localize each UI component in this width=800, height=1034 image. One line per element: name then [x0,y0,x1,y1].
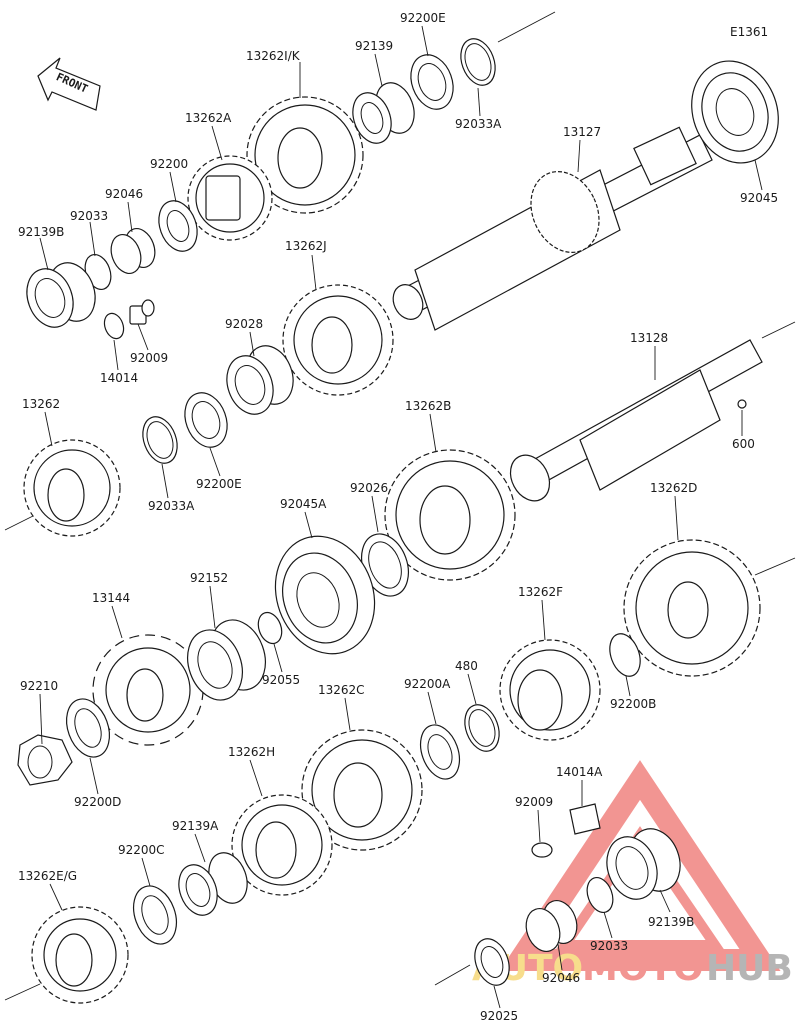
part-13262J-gear [282,284,394,396]
label-14014A: 14014A [556,765,603,779]
part-13262F-gear [499,639,601,741]
label-13144: 13144 [92,591,130,605]
part-92045-bearing [691,60,779,164]
part-13262H-gear [231,794,333,896]
label-13262IK: 13262I/K [246,49,301,63]
part-92033A-mid [142,416,178,464]
label-13262H: 13262H [228,745,275,759]
part-92139B-bearing [26,262,96,328]
part-92200E-mid [184,392,228,448]
watermark-hub: HUB [706,948,793,989]
label-92200B: 92200B [610,697,656,711]
label-92152: 92152 [190,571,228,585]
part-92009-bolt [129,299,155,325]
part-92028-bushing [226,345,294,415]
part-92046-bearing [110,228,156,274]
label-92139: 92139 [355,39,393,53]
label-92200C: 92200C [118,843,165,857]
part-13262-gear [23,439,121,537]
part-92026-washer [361,533,409,597]
label-13262F: 13262F [518,585,563,599]
label-600: 600 [732,437,755,451]
label-92033A-mid: 92033A [148,499,195,513]
label-13262EG: 13262E/G [18,869,77,883]
label-92210: 92210 [20,679,58,693]
label-92200A: 92200A [404,677,451,691]
label-92139B-low: 92139B [648,915,694,929]
part-14014A-plate [569,803,601,835]
part-13262D-gear [623,539,761,677]
part-13144-sprocket [92,634,204,746]
label-13262D: 13262D [650,481,697,495]
label-13262J: 13262J [285,239,327,253]
label-13128: 13128 [630,331,668,345]
label-92033: 92033 [70,209,108,223]
part-92152-collar [187,619,266,701]
part-13262B-gear [384,449,516,581]
part-92139-bearing [352,82,415,144]
label-13262B: 13262B [405,399,451,413]
part-labels: E1361 92200E 92139 13262I/K 13262A 92033… [18,11,778,1023]
watermark-moto: MOTO [582,948,704,989]
part-92200D-washer [65,698,111,758]
part-92200B-washer [609,633,641,677]
label-92200D: 92200D [74,795,121,809]
label-92045: 92045 [740,191,778,205]
label-14014: 14014 [100,371,138,385]
part-480-circlip [464,704,500,752]
part-13262EG-gear [31,906,129,1004]
part-92033A-top [460,38,496,86]
label-92033-low: 92033 [590,939,628,953]
label-92009: 92009 [130,351,168,365]
part-600-ball [737,399,747,409]
label-92045A: 92045A [280,497,327,511]
label-92026: 92026 [350,481,388,495]
label-92200E-top: 92200E [400,11,446,25]
part-92046-low [525,900,578,952]
part-92200E-top [410,54,454,110]
label-92200: 92200 [150,157,188,171]
label-92025: 92025 [480,1009,518,1023]
part-92200A-washer [419,724,461,780]
part-92210-nut [17,734,73,786]
label-13127: 13127 [563,125,601,139]
part-13128-shaft [509,339,763,502]
axis-lines [4,11,796,1001]
label-92139B: 92139B [18,225,64,239]
part-92200C-washer [132,885,178,945]
part-13262C-gear [301,729,423,851]
label-92033A-top: 92033A [455,117,502,131]
part-92025-washer [474,938,510,986]
label-480: 480 [455,659,478,673]
label-92046-low: 92046 [542,971,580,985]
part-14014-plate [103,312,125,340]
label-13262A: 13262A [185,111,232,125]
label-92046: 92046 [105,187,143,201]
label-92028: 92028 [225,317,263,331]
part-92139B-low [606,828,681,900]
part-92055-oring [257,611,283,645]
label-code: E1361 [730,25,768,39]
label-13262: 13262 [22,397,60,411]
part-92200-washer [158,200,198,252]
part-92139A-bushing [178,852,248,916]
label-92200E-mid: 92200E [196,477,242,491]
part-13127-shaft [392,126,713,331]
part-13262A-gear [187,155,273,241]
leader-lines [39,25,763,1009]
label-92139A: 92139A [172,819,219,833]
part-92009-bolt-low [531,842,553,858]
part-92033-low [586,876,614,914]
label-92055: 92055 [262,673,300,687]
label-92009-low: 92009 [515,795,553,809]
part-13262IK-gear [246,96,364,214]
part-92045A-bearing [274,535,376,655]
label-13262C: 13262C [318,683,365,697]
front-arrow: FRONT [37,57,101,111]
